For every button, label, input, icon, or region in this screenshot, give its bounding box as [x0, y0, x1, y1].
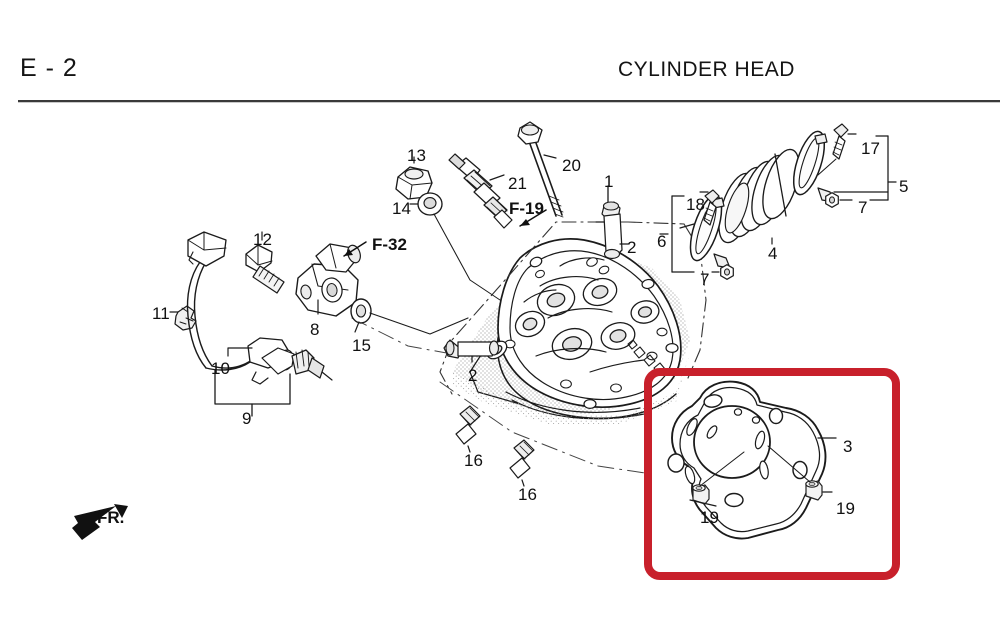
- header-divider: [18, 100, 1000, 103]
- part-9-connector: [187, 231, 227, 267]
- callout-18: 18: [686, 195, 705, 214]
- bracket-9: [214, 369, 291, 417]
- callout-8: 8: [310, 320, 320, 339]
- callout-6: 6: [657, 232, 667, 251]
- callout-11: 11: [152, 304, 170, 323]
- callout-16: 16: [518, 485, 537, 504]
- callout-5: 5: [899, 177, 909, 196]
- part-16-stud-bolt-a: [455, 405, 481, 453]
- callout-19: 19: [700, 508, 719, 527]
- part-21-spark-plug: [448, 153, 513, 229]
- front-direction-label: FR.: [97, 508, 125, 527]
- part-7-nut-lower: [720, 264, 734, 280]
- part-2-dowel-pin-upper: [601, 201, 629, 260]
- callout-3: 3: [843, 437, 853, 456]
- front-direction-arrow: [72, 504, 128, 540]
- callout-13: 13: [407, 146, 426, 165]
- callout-14: 14: [392, 199, 411, 218]
- part-19-collar-right: [805, 480, 823, 501]
- callout-f-19: F-19: [509, 199, 544, 218]
- part-15-o-ring: [350, 298, 469, 335]
- callout-10: 10: [211, 359, 230, 378]
- part-4-insulator-boot: [718, 148, 800, 245]
- part-7-nut-upper: [825, 192, 839, 208]
- part-17-clamp-screw: [817, 123, 857, 176]
- callout-f-32: F-32: [372, 235, 407, 254]
- part-14-sealing-washer: [409, 192, 501, 301]
- callout-16: 16: [464, 451, 483, 470]
- part-2-dowel-pin-lower: [443, 339, 500, 363]
- part-11-wire-clip: [174, 305, 197, 331]
- bracket-5: [869, 135, 897, 201]
- part-13-cap-nut: [395, 156, 433, 200]
- callout-19: 19: [836, 499, 855, 518]
- part-16-stud-bolt-b: [509, 439, 535, 487]
- callout-4: 4: [768, 244, 778, 263]
- part-9-sensor-body: [261, 347, 333, 381]
- part-3-cylinder-head-gasket: [667, 380, 837, 540]
- callout-2: 2: [468, 366, 478, 385]
- page-title: CYLINDER HEAD: [618, 58, 795, 81]
- part-20-cylinder-head-bolt: [517, 121, 564, 218]
- callout-15: 15: [352, 336, 371, 355]
- bracket-6: [659, 195, 695, 273]
- callout-1: 1: [604, 172, 614, 191]
- callout-2: 2: [627, 238, 637, 257]
- callout-17: 17: [861, 139, 880, 158]
- part-5-clamp-upper: [792, 130, 889, 203]
- callout-12: 12: [253, 230, 272, 249]
- part-9-sensor-harness: [186, 261, 253, 371]
- cylinder-head-body: [452, 238, 690, 424]
- callout-9: 9: [242, 409, 252, 428]
- callout-20: 20: [562, 156, 581, 175]
- page-code: E - 2: [20, 54, 78, 82]
- part-18-clamp-screw: [699, 189, 720, 226]
- part-12-flange-bolt: [245, 231, 285, 294]
- callout-21: 21: [508, 174, 527, 193]
- callout-7: 7: [858, 198, 868, 217]
- callout-7: 7: [700, 270, 710, 289]
